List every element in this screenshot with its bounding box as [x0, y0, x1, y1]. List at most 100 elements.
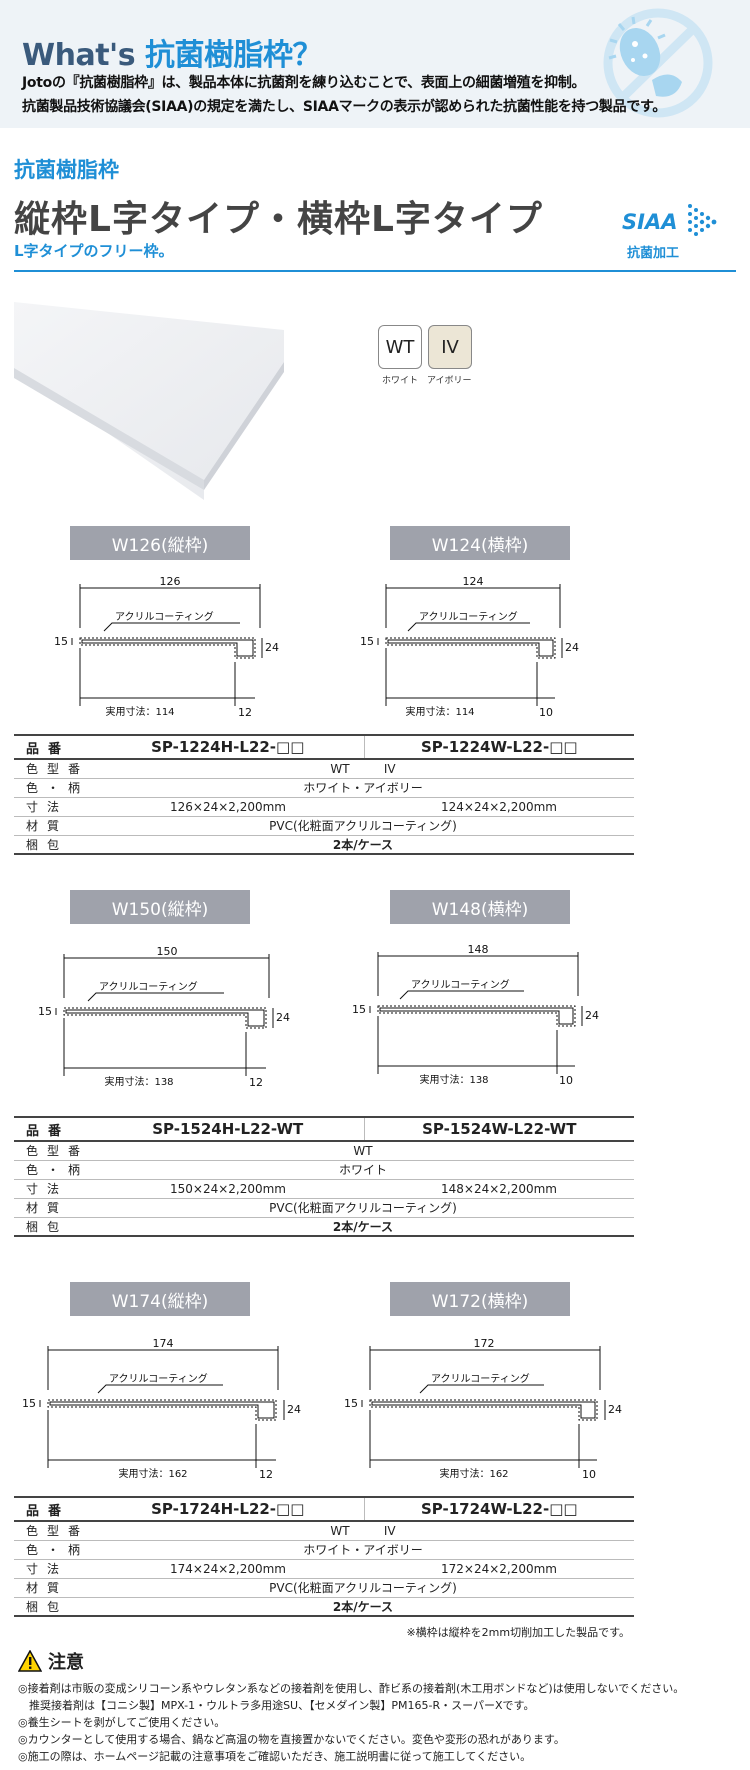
color-code-left: WT: [330, 761, 350, 776]
caution-heading: 注意: [18, 1648, 84, 1674]
dim-height: 24: [585, 1009, 599, 1022]
dim-thickness: 15: [22, 1397, 36, 1410]
hero-title: What's 抗菌樹脂枠？: [22, 30, 323, 74]
model-right: SP-1524W-L22-WT: [363, 1116, 634, 1142]
dim-effective: 162: [168, 1469, 187, 1480]
tag-w126: W126(縦枠): [70, 526, 250, 560]
label-pack: 梱包: [14, 1217, 92, 1237]
dim-thickness: 15: [38, 1005, 52, 1018]
size-left: 150×24×2,200mm: [92, 1179, 364, 1199]
model-right: SP-1224W-L22-□□: [363, 734, 634, 760]
size-left: 126×24×2,200mm: [92, 797, 364, 817]
dim-lip: 12: [259, 1468, 273, 1481]
tag-w172: W172(横枠): [390, 1282, 570, 1316]
dim-effective: 138: [469, 1075, 488, 1086]
dim-thickness: 15: [360, 635, 374, 648]
hero-desc-line1: Jotoの『抗菌樹脂枠』は、製品本体に抗菌剤を練り込むことで、表面上の細菌増殖を…: [22, 75, 586, 91]
dim-thickness: 15: [54, 635, 68, 648]
model-left: SP-1224H-L22-□□: [92, 734, 364, 760]
label-material: 材質: [14, 1198, 92, 1218]
antibacterial-icon: [603, 8, 713, 118]
label-size: 寸法: [14, 1179, 92, 1199]
caution-title: 注意: [48, 1652, 84, 1673]
svg-text:実用寸法：138: 実用寸法：138: [104, 1075, 173, 1088]
dim-width: 174: [153, 1337, 174, 1350]
coating-label: アクリルコーティング: [109, 1372, 208, 1385]
effective-prefix: 実用寸法：: [118, 1467, 168, 1480]
coating-label: アクリルコーティング: [115, 610, 214, 623]
caution-item: 推奨接着剤は【コニシ製】MPX-1・ウルトラ多用途SU、【セメダイン製】PM16…: [18, 1699, 535, 1712]
dim-lip: 10: [559, 1074, 573, 1087]
coating-label: アクリルコーティング: [431, 1372, 530, 1385]
dim-effective: 114: [455, 707, 474, 718]
diagram-w126: 126 アクリルコーティング 15 24 実用寸法：114 12: [40, 575, 280, 722]
material-value: PVC(化粧面アクリルコーティング): [92, 816, 634, 836]
dim-height: 24: [608, 1403, 622, 1416]
color-code-left: WT: [330, 1523, 350, 1538]
dim-height: 24: [265, 641, 279, 654]
caution-item: ◎カウンターとして使用する場合、鍋など高温の物を直接置かないでください。変色や変…: [18, 1733, 565, 1746]
color-value: ホワイト・アイボリー: [92, 778, 634, 798]
material-value: PVC(化粧面アクリルコーティング): [92, 1578, 634, 1598]
size-left: 174×24×2,200mm: [92, 1559, 364, 1579]
tag-w150: W150(縦枠): [70, 890, 250, 924]
dim-height: 24: [287, 1403, 301, 1416]
effective-prefix: 実用寸法：: [405, 705, 455, 718]
product-category: 抗菌樹脂枠: [14, 158, 119, 182]
hero-desc-line2: 抗菌製品技術協議会(SIAA)の規定を満たし、SIAAマークの表示が認められた抗…: [22, 99, 667, 115]
svg-text:実用寸法：162: 実用寸法：162: [439, 1467, 508, 1480]
coating-label: アクリルコーティング: [419, 610, 518, 623]
siaa-badge: SIAA 抗菌加工: [622, 200, 722, 270]
hero-title-en: What's: [22, 38, 136, 73]
color-value: ホワイト: [92, 1160, 634, 1180]
effective-prefix: 実用寸法：: [419, 1073, 469, 1086]
warning-icon: [18, 1650, 42, 1672]
dim-width: 124: [463, 575, 484, 588]
footnote: ※横枠は縦枠を2mm切削加工した製品です。: [406, 1626, 630, 1639]
label-pack: 梱包: [14, 1597, 92, 1617]
tag-w174: W174(縦枠): [70, 1282, 250, 1316]
size-right: 148×24×2,200mm: [364, 1179, 634, 1199]
diagram-w150: 150 アクリルコーティング 15 24 実用寸法：138 12: [24, 945, 294, 1092]
model-left: SP-1524H-L22-WT: [92, 1116, 364, 1142]
dim-height: 24: [565, 641, 579, 654]
effective-prefix: 実用寸法：: [105, 705, 155, 718]
diagram-w124: 124 アクリルコーティング 15 24 実用寸法：114 10: [340, 575, 580, 722]
svg-text:実用寸法：162: 実用寸法：162: [118, 1467, 187, 1480]
swatch-white-label: ホワイト: [382, 376, 419, 386]
label-model: 品番: [14, 1116, 92, 1142]
dim-effective: 114: [155, 707, 174, 718]
siaa-arrow-icon: [688, 204, 717, 236]
pack-value: 2本/ケース: [92, 1597, 634, 1617]
label-model: 品番: [14, 734, 92, 760]
label-pack: 梱包: [14, 835, 92, 855]
dim-effective: 162: [489, 1469, 508, 1480]
caution-list: ◎接着剤は市販の変成シリコーン系やウレタン系などの接着剤を使用し、酢ビ系の接着剤…: [18, 1680, 684, 1765]
swatch-white: WT: [378, 325, 422, 369]
product-title: 縦枠L字タイプ・横枠L字タイプ: [14, 199, 543, 240]
dim-lip: 10: [539, 706, 553, 719]
dim-width: 150: [157, 945, 178, 958]
pack-value: 2本/ケース: [92, 1217, 634, 1237]
color-value: ホワイト・アイボリー: [92, 1540, 634, 1560]
model-left: SP-1724H-L22-□□: [92, 1496, 364, 1522]
svg-text:実用寸法：114: 実用寸法：114: [105, 705, 174, 718]
material-value: PVC(化粧面アクリルコーティング): [92, 1198, 634, 1218]
swatch-ivory-label: アイボリー: [427, 376, 472, 386]
label-color-code: 色型番: [14, 759, 92, 779]
product-photo: [14, 302, 284, 500]
dim-width: 126: [160, 575, 181, 588]
tag-w148: W148(横枠): [390, 890, 570, 924]
effective-prefix: 実用寸法：: [104, 1075, 154, 1088]
caution-item: ◎接着剤は市販の変成シリコーン系やウレタン系などの接着剤を使用し、酢ビ系の接着剤…: [18, 1682, 685, 1695]
pack-value: 2本/ケース: [92, 835, 634, 855]
diagram-w148: 148 アクリルコーティング 15 24 実用寸法：138 10: [344, 943, 614, 1090]
dim-lip: 12: [249, 1076, 263, 1089]
size-right: 172×24×2,200mm: [364, 1559, 634, 1579]
siaa-label: 抗菌加工: [627, 246, 680, 261]
color-code-right: IV: [383, 1523, 396, 1538]
dim-width: 148: [468, 943, 489, 956]
coating-label: アクリルコーティング: [411, 978, 510, 991]
